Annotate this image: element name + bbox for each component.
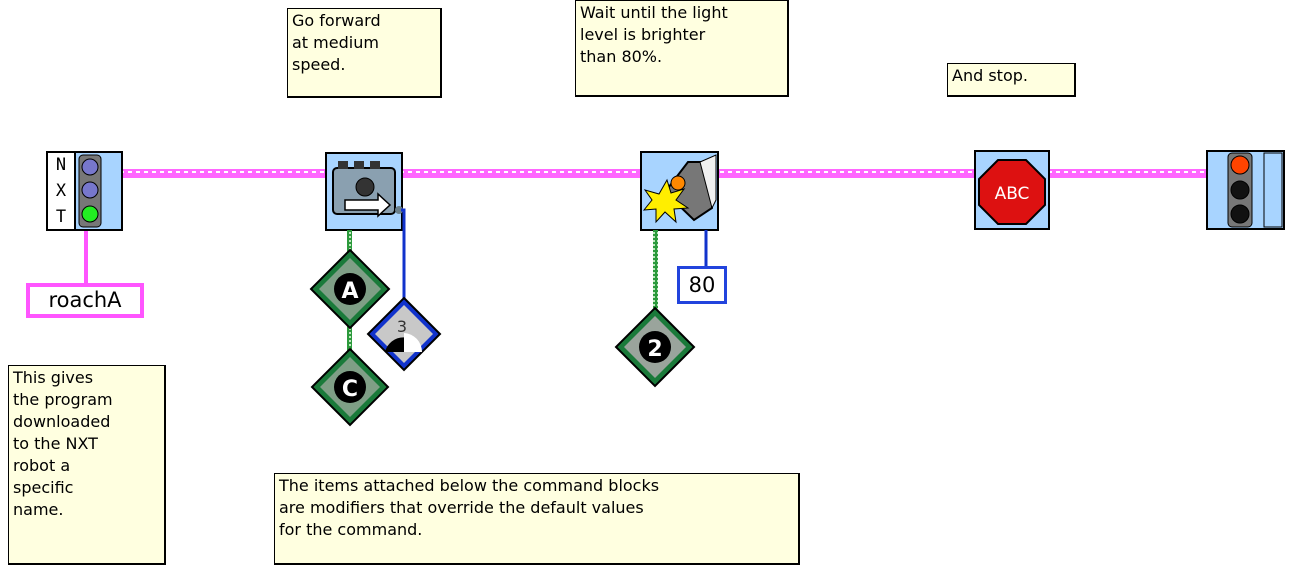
light-threshold-box[interactable]: 80 bbox=[677, 266, 727, 304]
stop-sign-label: ABC bbox=[995, 184, 1030, 204]
power-wire bbox=[401, 208, 406, 300]
note-wait-light: Wait until the light level is brighter t… bbox=[575, 0, 789, 97]
motor-forward-block[interactable] bbox=[325, 152, 403, 231]
light-yellow-off-icon bbox=[81, 181, 99, 199]
end-block[interactable] bbox=[1206, 150, 1285, 230]
power-level-value: 3 bbox=[397, 317, 407, 336]
begin-letter-t: T bbox=[56, 207, 66, 227]
sensor-port-wire bbox=[653, 230, 658, 310]
sunburst-icon bbox=[642, 178, 690, 224]
forward-arrow-icon bbox=[344, 192, 392, 218]
program-name-box[interactable]: roachA bbox=[26, 283, 144, 318]
begin-block[interactable]: N X T bbox=[46, 151, 123, 231]
note-go-forward: Go forward at medium speed. bbox=[287, 8, 442, 98]
light-yellow-off-icon bbox=[1230, 180, 1250, 200]
motor-port-c-modifier[interactable]: C bbox=[310, 347, 390, 427]
note-and-stop: And stop. bbox=[947, 63, 1076, 97]
motor-port-a-label: A bbox=[341, 279, 358, 304]
sensor-port-2-modifier[interactable]: 2 bbox=[614, 306, 696, 388]
power-level-modifier[interactable]: 3 bbox=[366, 296, 442, 372]
light-green-on-icon bbox=[81, 205, 99, 223]
begin-letter-n: N bbox=[56, 155, 66, 175]
light-red-off-icon bbox=[81, 158, 99, 176]
light-red-on-icon bbox=[1230, 155, 1250, 175]
stop-sign-icon bbox=[978, 159, 1046, 225]
name-wire bbox=[84, 228, 88, 285]
note-program-name: This gives the program downloaded to the… bbox=[8, 365, 166, 565]
motor-port-a-modifier[interactable]: A bbox=[309, 248, 391, 330]
light-green-off-icon bbox=[1230, 204, 1250, 224]
begin-letter-x: X bbox=[56, 181, 67, 201]
note-modifiers: The items attached below the command blo… bbox=[274, 473, 800, 565]
motor-port-c-label: C bbox=[342, 377, 358, 402]
sensor-port-label: 2 bbox=[647, 337, 662, 362]
stop-block[interactable]: ABC bbox=[974, 150, 1050, 230]
wait-light-block[interactable] bbox=[640, 151, 719, 231]
